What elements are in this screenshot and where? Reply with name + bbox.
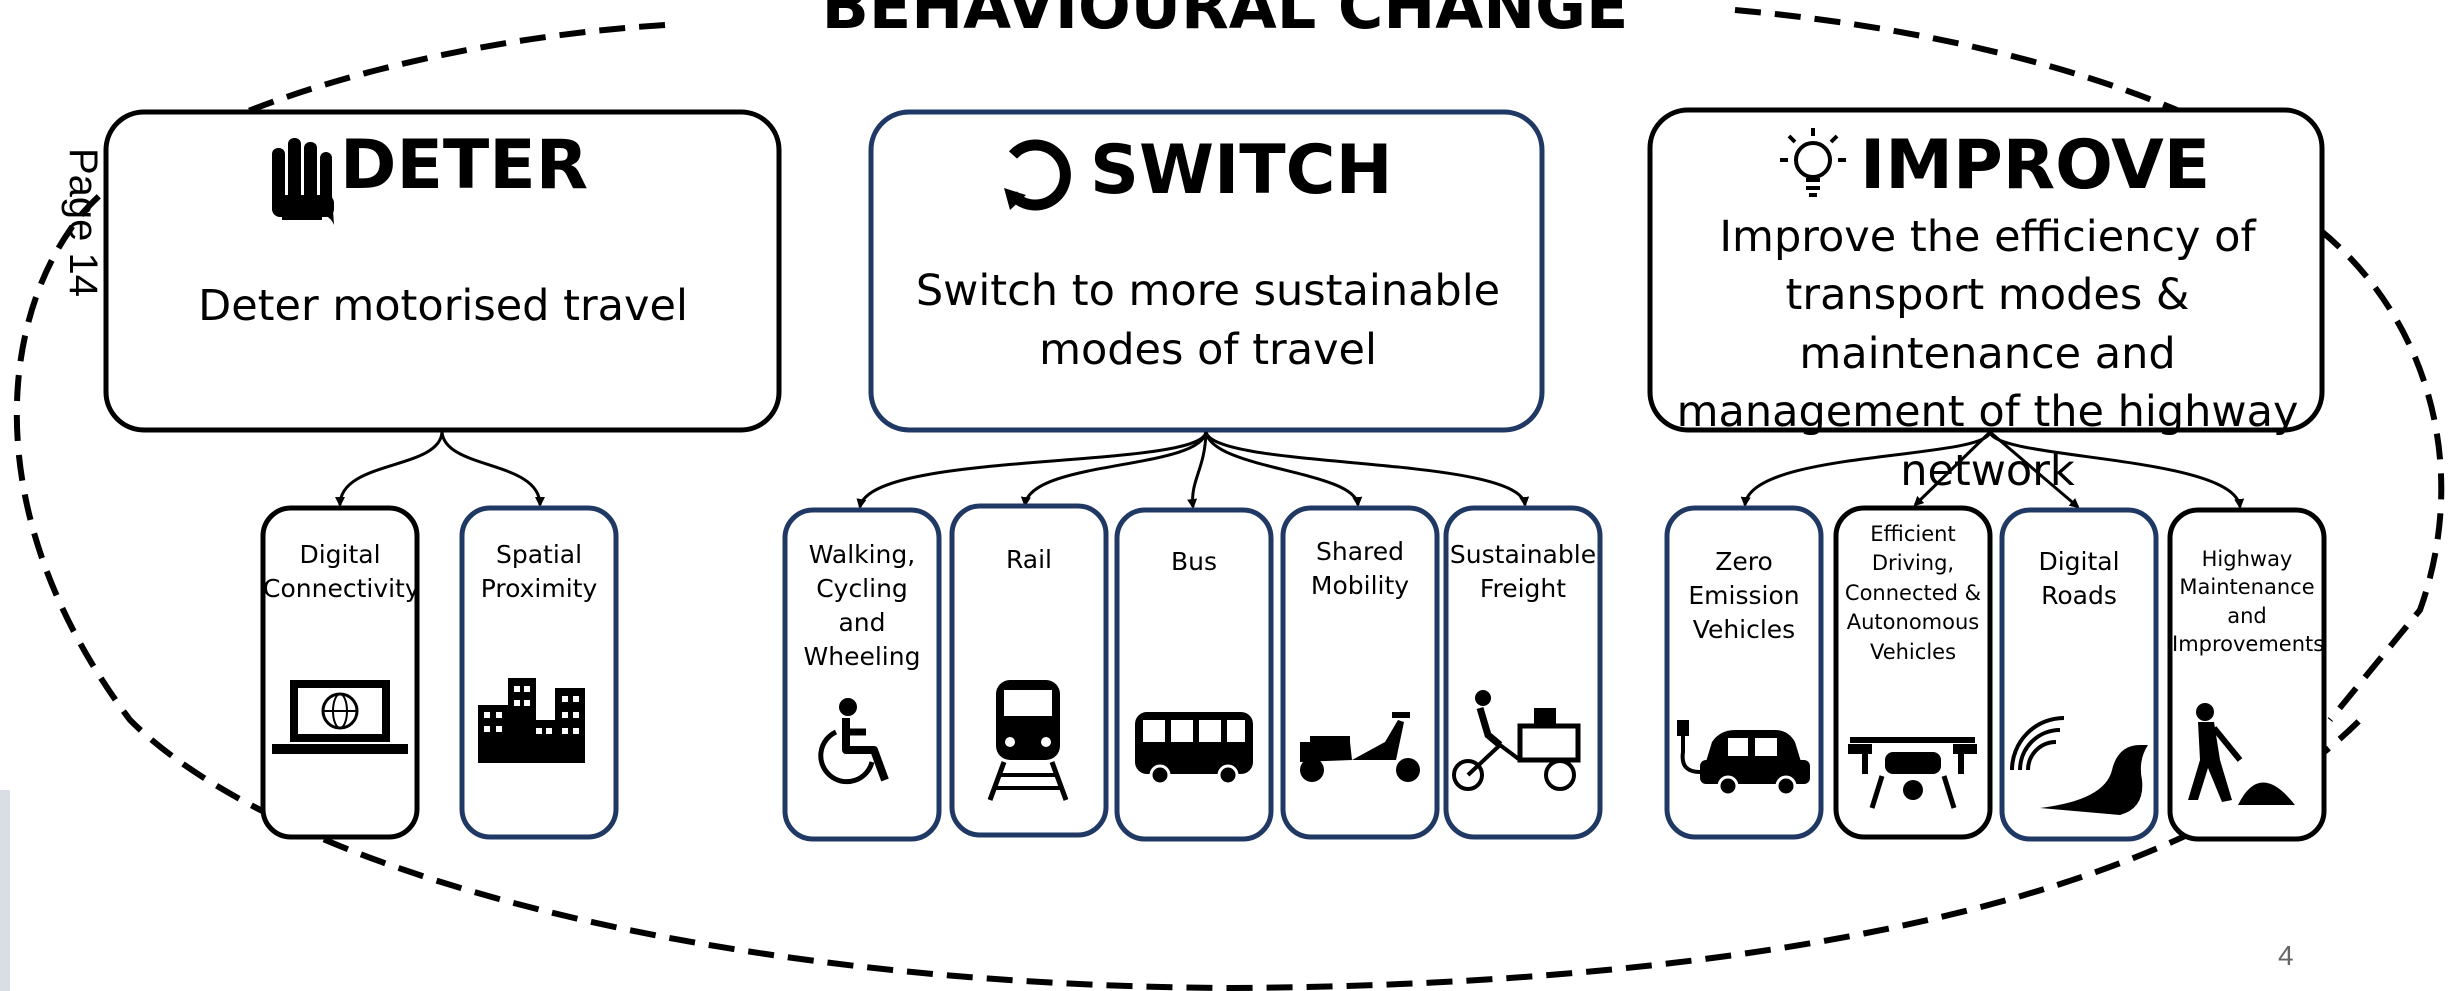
wheelchair-icon: [818, 698, 889, 785]
train-icon: [987, 680, 1069, 801]
sub-label-spatial-proximity: Spatial Proximity: [480, 540, 598, 603]
cargo-bike-icon: [1452, 690, 1581, 791]
laptop-globe-icon: [272, 680, 408, 754]
wifi-road-icon: [2010, 716, 2148, 815]
improve-heading: IMPROVE: [1860, 126, 2211, 205]
deter-description: Deter motorised travel: [198, 281, 688, 331]
city-buildings-icon: [478, 678, 585, 763]
page-side-label: Page 14: [61, 147, 106, 298]
improve-connectors: [1740, 430, 2245, 509]
drone-icon: [1848, 737, 1977, 809]
electric-car-icon: [1677, 720, 1810, 797]
sub-label-rail: Rail: [1005, 545, 1053, 574]
lightbulb-icon: [1780, 128, 1846, 197]
switch-box: [868, 109, 1545, 433]
improve-description: Improve the efficiency of transport mode…: [1676, 212, 2299, 496]
road-worker-icon: [2188, 703, 2295, 805]
switch-heading: SWITCH: [1090, 131, 1393, 210]
sub-label-sustainable-freight: Sustainable Freight: [1449, 540, 1597, 603]
sub-label-walking-cycling-wheeling: Walking, Cycling and Wheeling: [803, 540, 921, 671]
slide-number: 4: [2278, 940, 2294, 971]
sub-label-digital-connectivity: Digital Connectivity: [263, 540, 420, 603]
hand-stop-icon: [272, 138, 334, 225]
sub-label-efficient-driving: Efficient Driving, Connected & Autonomou…: [1844, 522, 1982, 664]
switch-connectors: [856, 431, 1530, 509]
sub-label-bus: Bus: [1170, 547, 1218, 576]
diagram-title: BEHAVIOURAL CHANGE: [821, 0, 1629, 43]
sub-label-shared-mobility: Shared Mobility: [1310, 537, 1410, 600]
scooter-icon: [1300, 712, 1420, 782]
sub-label-highway-maintenance: Highway Maintenance and Improvements: [2172, 547, 2325, 657]
circular-arrow-icon: [1004, 139, 1071, 211]
deter-connectors: [335, 431, 545, 507]
deter-heading: DETER: [340, 126, 589, 205]
bus-icon: [1135, 712, 1253, 786]
left-edge-bar: [0, 790, 10, 991]
sub-label-digital-roads: Digital Roads: [2038, 547, 2120, 610]
switch-description: Switch to more sustainable modes of trav…: [915, 266, 1501, 376]
sub-label-zero-emission-vehicles: Zero Emission Vehicles: [1688, 547, 1800, 644]
